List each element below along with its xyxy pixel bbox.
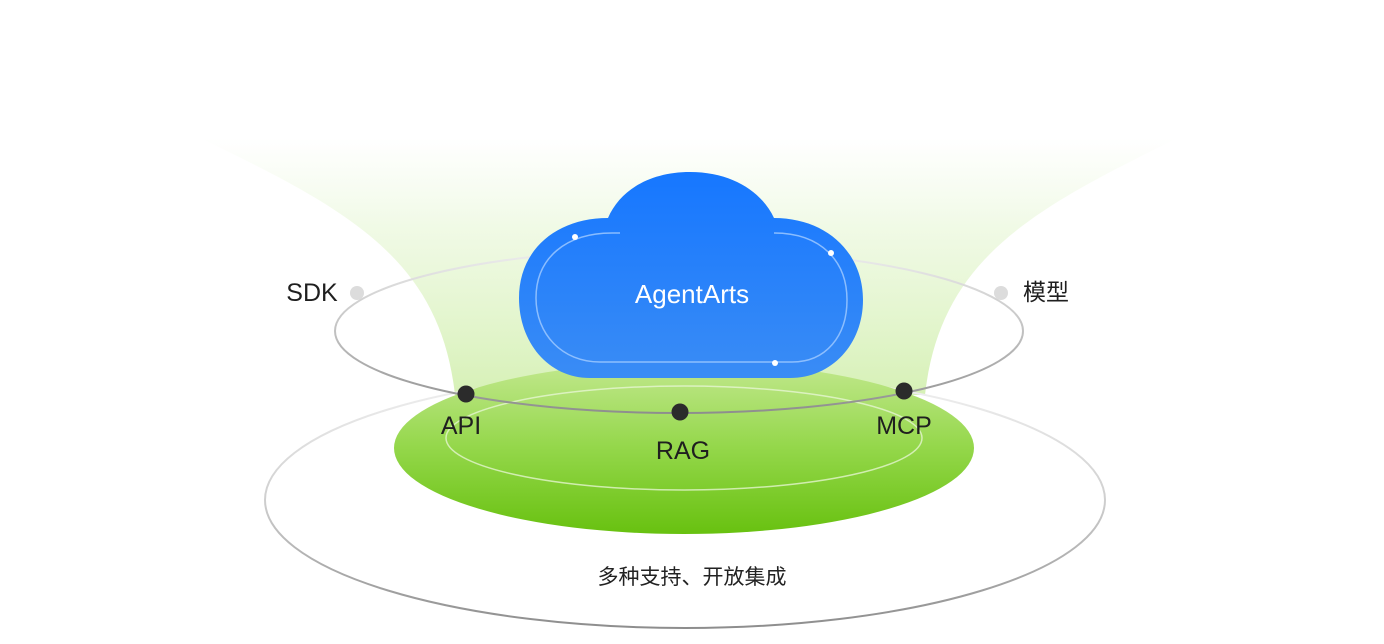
node-model: 模型 <box>994 280 1069 306</box>
cloud-shape <box>519 172 863 378</box>
node-label: MCP <box>876 412 932 440</box>
node-label: 模型 <box>1023 280 1069 306</box>
node-label: RAG <box>656 437 710 465</box>
cloud-sparkle-dot <box>772 360 778 366</box>
node-dot <box>350 286 364 300</box>
node-api: API <box>441 385 481 440</box>
diagram-caption: 多种支持、开放集成 <box>598 565 787 589</box>
node-dot <box>895 382 913 400</box>
node-dot <box>671 403 689 421</box>
node-dot <box>457 385 475 403</box>
node-rag: RAG <box>656 403 710 465</box>
node-label: API <box>441 412 481 440</box>
center-title: AgentArts <box>635 279 749 309</box>
cloud-inner-outline <box>535 232 848 363</box>
node-mcp: MCP <box>876 382 932 440</box>
cloud-sparkle-dot <box>828 250 834 256</box>
platform-inner-ring <box>445 385 923 491</box>
node-label: SDK <box>286 279 338 307</box>
node-dot <box>994 286 1008 300</box>
agentarts-cloud: AgentArts <box>519 172 863 378</box>
node-sdk: SDK <box>286 279 364 307</box>
cloud-sparkle-dot <box>572 234 578 240</box>
